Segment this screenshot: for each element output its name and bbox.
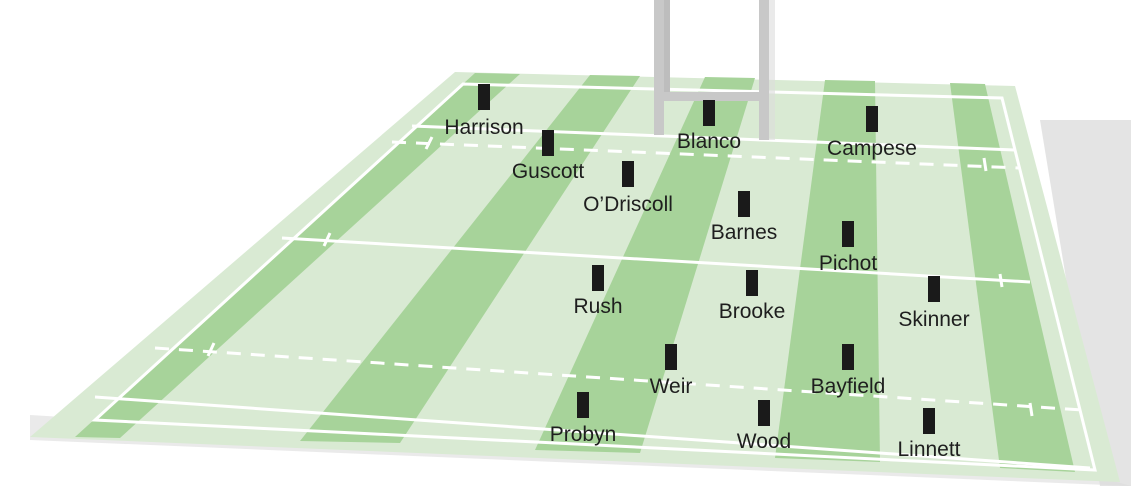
pitch-stripe (950, 83, 1075, 472)
touchline (91, 82, 1097, 472)
player-name-barnes: Barnes (710, 221, 778, 244)
tick (982, 157, 988, 172)
tick (322, 232, 332, 247)
player-marker-guscott (542, 130, 554, 156)
player-name-pichot: Pichot (818, 252, 878, 275)
tick (206, 342, 216, 357)
pitch-stripe (300, 75, 640, 443)
player-marker-harrison (478, 84, 490, 110)
player-name-probyn: Probyn (549, 423, 617, 446)
dashed-line (154, 346, 1083, 412)
tick (1028, 402, 1034, 417)
player-marker-bayfield (842, 344, 854, 370)
player-marker-odriscoll (622, 161, 634, 187)
halfway-line (94, 395, 1091, 470)
player-marker-brooke (746, 270, 758, 296)
player-name-blanco: Blanco (676, 130, 742, 153)
tick (424, 136, 434, 150)
player-name-linnett: Linnett (897, 438, 961, 461)
player-marker-linnett (923, 408, 935, 434)
player-name-brooke: Brooke (718, 300, 786, 323)
player-name-guscott: Guscott (511, 160, 585, 183)
pitch-stripe (535, 77, 755, 453)
player-marker-pichot (842, 221, 854, 247)
player-marker-barnes (738, 191, 750, 217)
pitch-stripe (75, 73, 520, 438)
player-name-wood: Wood (736, 430, 792, 453)
player-name-bayfield: Bayfield (810, 375, 886, 398)
player-marker-blanco (703, 100, 715, 126)
player-marker-wood (758, 400, 770, 426)
player-marker-rush (592, 265, 604, 291)
player-name-weir: Weir (649, 375, 693, 398)
player-name-odriscoll: O’Driscoll (583, 193, 673, 216)
twenty-two-line (281, 236, 1031, 284)
dashed-line (391, 140, 1021, 170)
try-line (411, 124, 1016, 152)
player-name-rush: Rush (573, 295, 623, 318)
pitch-shadow (1040, 120, 1131, 486)
tick (998, 273, 1004, 288)
player-marker-skinner (928, 276, 940, 302)
player-name-skinner: Skinner (898, 308, 970, 331)
player-marker-probyn (577, 392, 589, 418)
player-marker-campese (866, 106, 878, 132)
player-marker-weir (665, 344, 677, 370)
goal-posts (654, 0, 775, 140)
player-name-campese: Campese (827, 137, 917, 160)
player-name-harrison: Harrison (444, 116, 524, 139)
